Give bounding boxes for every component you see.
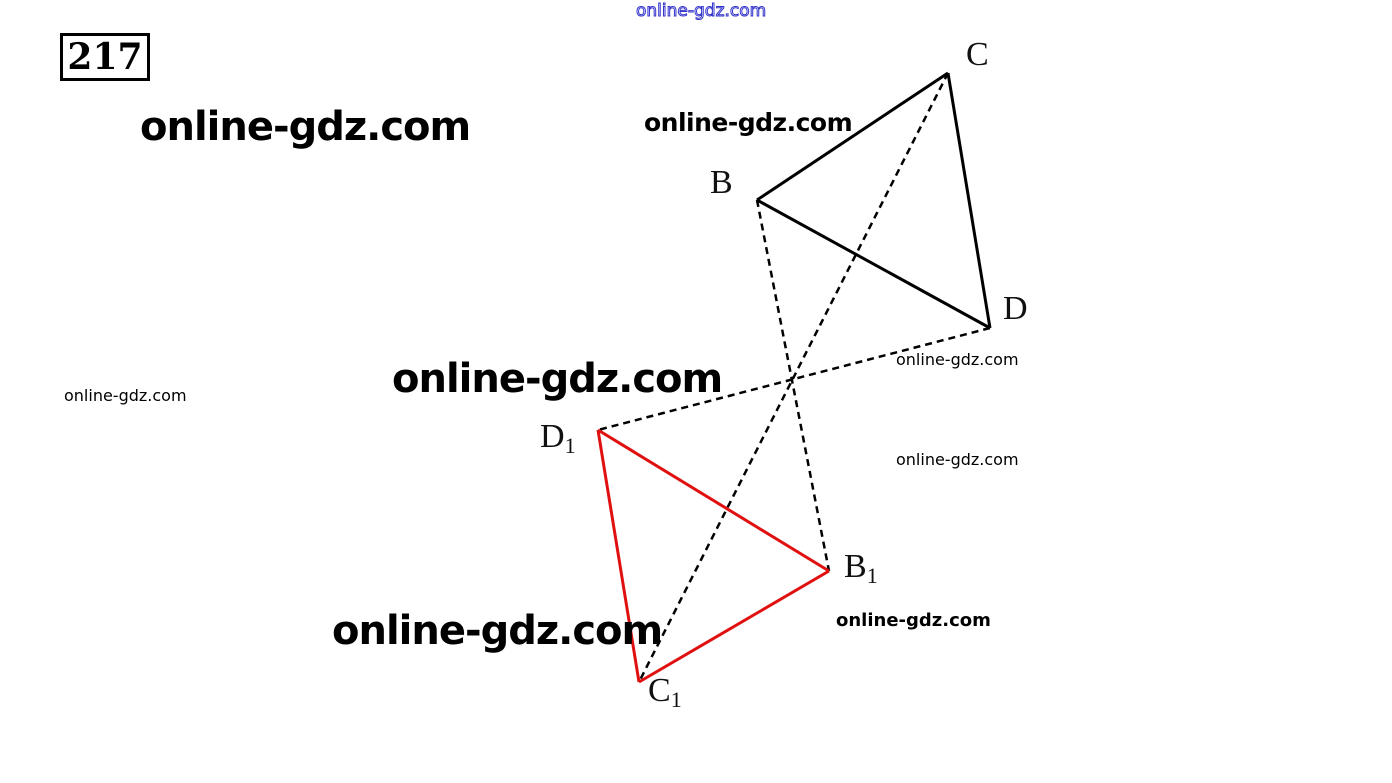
label-B1: B1 — [844, 548, 878, 588]
label-B: B — [710, 164, 733, 201]
label-C: C — [966, 36, 989, 73]
watermark: online-gdz.com — [332, 608, 663, 654]
watermark: online-gdz.com — [896, 350, 1019, 369]
problem-number: 217 — [60, 33, 150, 81]
label-D: D — [1003, 290, 1028, 327]
segment-D-D1 — [597, 326, 991, 432]
watermark: online-gdz.com — [836, 610, 991, 631]
segment-B-B1 — [755, 199, 831, 572]
segment-B-C — [756, 71, 949, 202]
segment-D1-B1 — [597, 428, 830, 573]
watermark: online-gdz.com — [64, 386, 187, 405]
watermark: online-gdz.com — [896, 450, 1019, 469]
watermark-top: online-gdz.com — [635, 1, 767, 22]
segment-C1-D1 — [596, 429, 641, 683]
watermark: online-gdz.com — [392, 356, 723, 402]
label-D1: D1 — [540, 418, 576, 458]
watermark: online-gdz.com — [644, 108, 853, 137]
label-C1: C1 — [648, 672, 682, 712]
segment-B1-C1 — [638, 569, 830, 684]
segment-C-D — [946, 72, 992, 329]
watermark: online-gdz.com — [140, 104, 471, 150]
segment-B-D — [756, 198, 991, 330]
segment-C-C1 — [637, 72, 950, 683]
